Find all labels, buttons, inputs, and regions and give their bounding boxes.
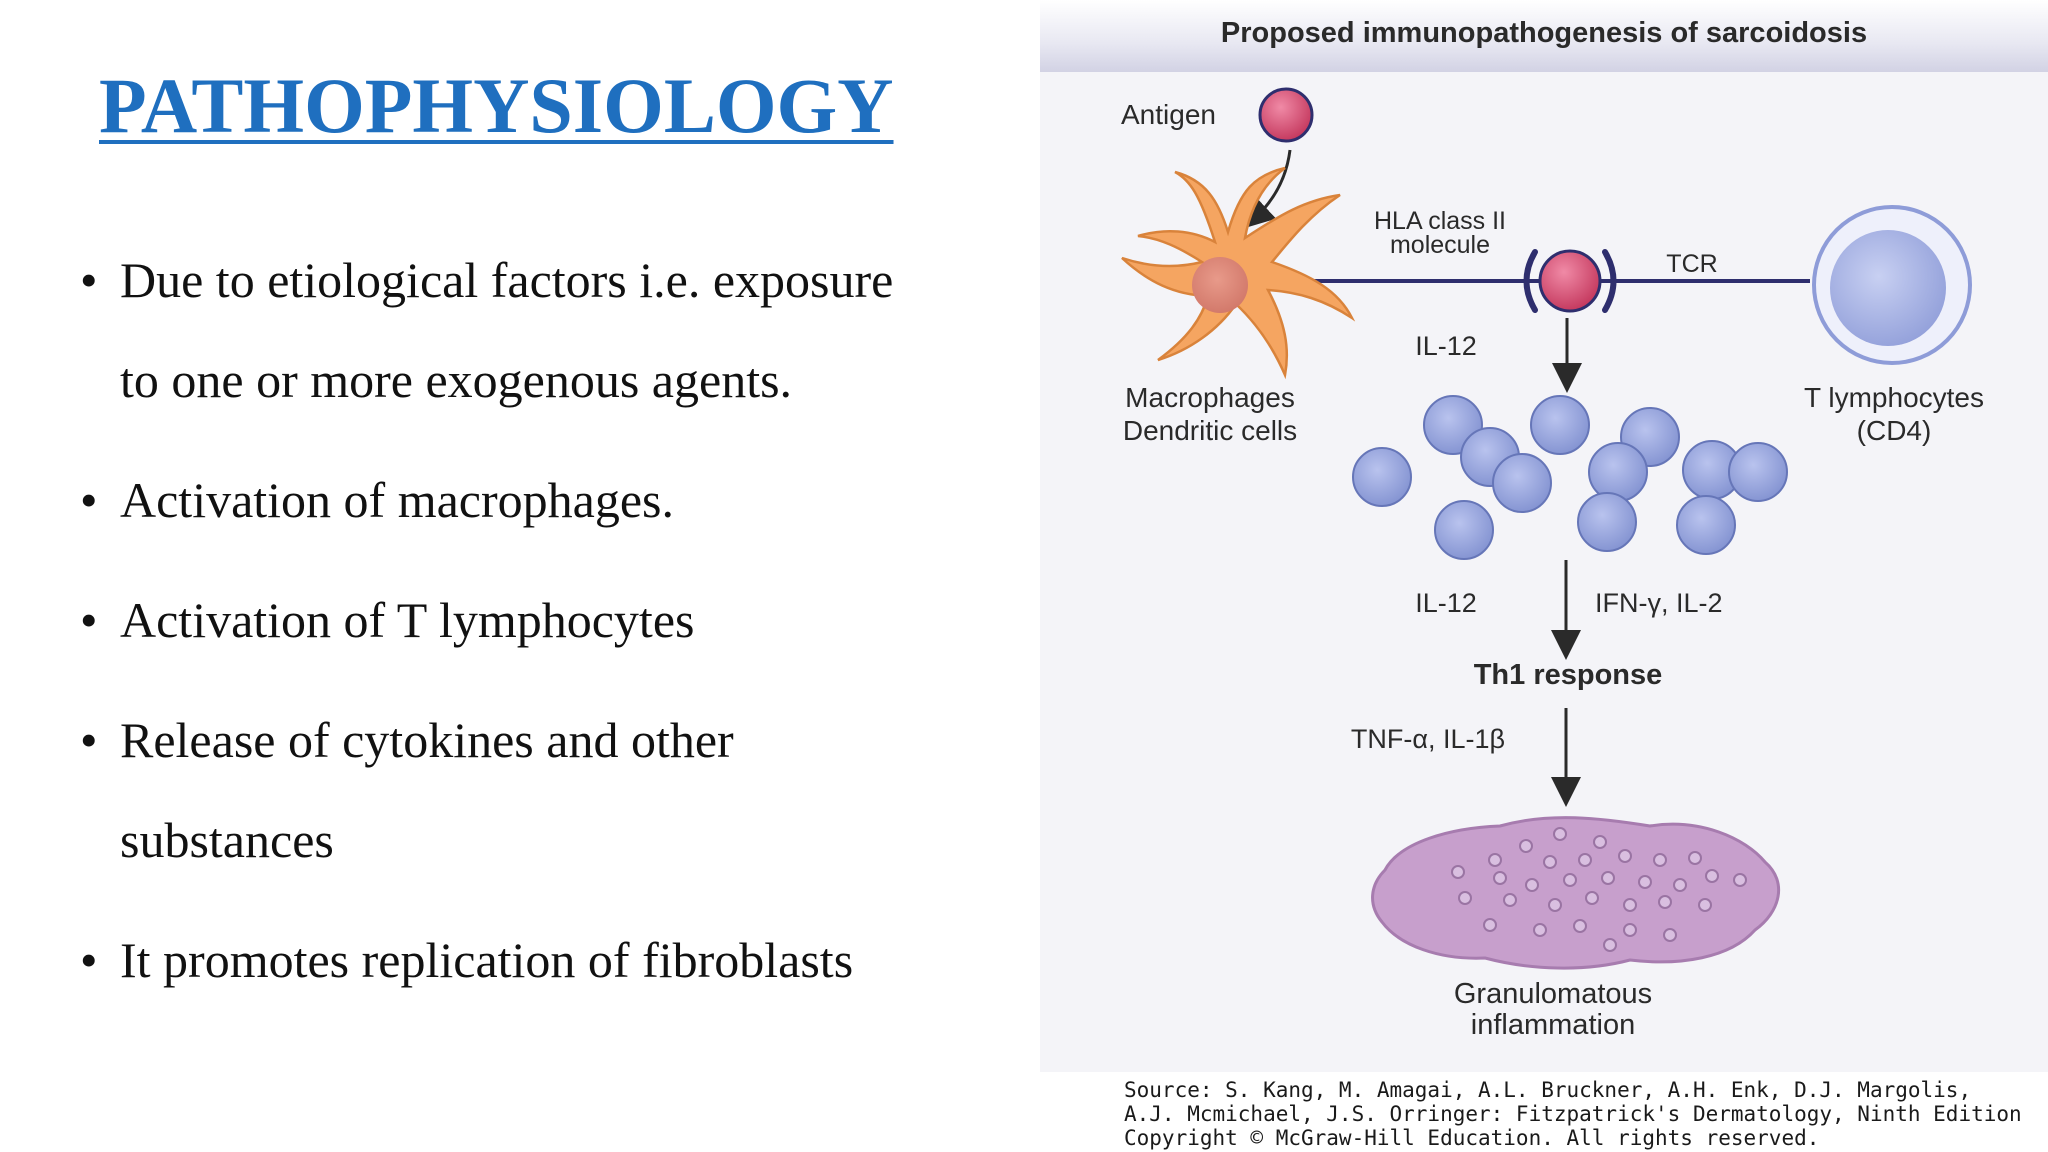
figure-panel: Proposed immunopathogenesis of sarcoidos… [1040,0,2048,1072]
granuloma-label-line2: inflammation [1471,1009,1635,1041]
bullet-text: to one or more exogenous agents. [120,352,793,408]
t-lymphocyte-label-line2: (CD4) [1857,415,1932,446]
macrophage-cell-icon [1121,166,1356,380]
sarcoidosis-diagram: Proposed immunopathogenesis of sarcoidos… [1121,17,1984,1041]
bullet-item: It promotes replication of fibroblasts [80,910,1010,1010]
activated-t-cell-icon [1492,453,1552,513]
slide-title: PATHOPHYSIOLOGY [99,62,894,149]
bullet-text: Activation of T lymphocytes [120,592,695,648]
hla-label-line2: molecule [1390,231,1490,259]
figure-title: Proposed immunopathogenesis of sarcoidos… [1221,17,1867,49]
activated-t-cell-icon [1588,442,1648,502]
activated-t-cell-icon [1676,495,1736,555]
activated-t-cell-icon [1352,447,1412,507]
ifn-il2-label: IFN-γ, IL-2 [1595,588,1723,618]
granuloma-icon [1371,816,1781,970]
macrophage-label-line2: Dendritic cells [1123,415,1297,446]
antigen-label: Antigen [1121,99,1216,130]
source-line: Copyright © McGraw-Hill Education. All r… [1124,1126,1820,1150]
bullet-text: It promotes replication of fibroblasts [120,932,854,988]
source-line: A.J. Mcmichael, J.S. Orringer: Fitzpatri… [1124,1102,2022,1126]
granuloma-label-line1: Granulomatous [1454,978,1652,1010]
th1-response-label: Th1 response [1474,659,1663,691]
t-lymphocyte-label-line1: T lymphocytes [1804,382,1984,413]
hla-molecule-icon [1523,249,1538,313]
bullet-item: Activation of macrophages. [80,450,1010,550]
figure-header-band [1040,0,2048,72]
bullet-text: Activation of macrophages. [120,472,674,528]
figure-source-citation: Source: S. Kang, M. Amagai, A.L. Bruckne… [1124,1078,2044,1150]
hla-label-line1: HLA class II [1374,207,1506,235]
bullet-text: Release of cytokines and other [120,712,734,768]
peptide-complex-icon [1538,249,1602,313]
antigen-arrow [1244,149,1292,229]
activated-t-cell-icon [1577,492,1637,552]
bullet-item: Due to etiological factors i.e. exposure… [80,230,1010,430]
activated-t-cell-icon [1434,500,1494,560]
macrophage-label-line1: Macrophages [1125,382,1295,413]
source-line: Source: S. Kang, M. Amagai, A.L. Bruckne… [1124,1078,1972,1102]
bullet-text: substances [120,812,334,868]
il12-lower-label: IL-12 [1415,588,1477,618]
il12-upper-label: IL-12 [1415,331,1477,361]
bullet-list: Due to etiological factors i.e. exposure… [80,230,1010,1030]
activated-t-cell-icon [1530,395,1590,455]
tcr-receptor-icon [1602,249,1617,313]
bullet-item: Activation of T lymphocytes [80,570,1010,670]
bullet-text: Due to etiological factors i.e. exposure [120,252,894,308]
activated-t-cell-cluster [1352,395,1788,560]
activated-t-cell-icon [1728,442,1788,502]
t-lymphocyte-nucleus-icon [1830,230,1946,346]
tnf-il1b-label: TNF-α, IL-1β [1351,724,1505,754]
bullet-item: Release of cytokines and other substance… [80,690,1010,890]
tcr-label: TCR [1666,250,1717,278]
antigen-particle [1258,87,1314,143]
